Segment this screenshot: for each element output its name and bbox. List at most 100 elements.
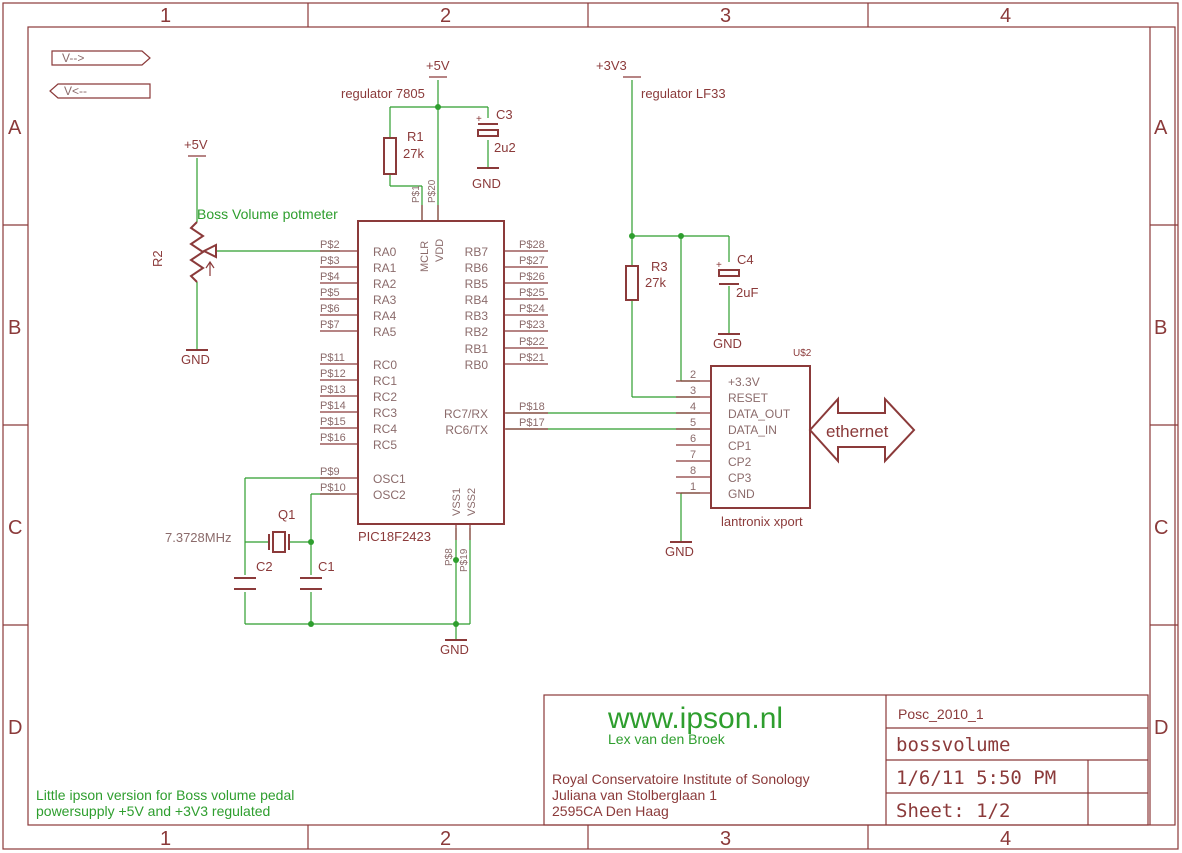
- mcu-pin-pad: P$23: [519, 319, 545, 331]
- svg-text:C4: C4: [737, 252, 754, 267]
- mcu-pin-name: RA1: [373, 261, 397, 275]
- mcu-pin-name: RC4: [373, 422, 397, 436]
- potmeter-label: Boss Volume potmeter: [197, 206, 338, 222]
- capacitor-c1: C1: [300, 559, 335, 590]
- svg-text:GND: GND: [181, 352, 210, 367]
- xport-pin-name: RESET: [728, 391, 769, 405]
- mcu-pin-name: RB7: [465, 245, 489, 259]
- mcu-pin-name: RC5: [373, 438, 397, 452]
- mcu-pin-name: RC6/TX: [445, 423, 488, 437]
- column-label-top: 4: [1000, 5, 1011, 27]
- xport-pin-name: CP2: [728, 455, 752, 469]
- xport-pin-number: 3: [690, 385, 696, 397]
- mcu-pin-name: OSC1: [373, 472, 406, 486]
- svg-text:+: +: [476, 114, 482, 125]
- mcu-pin-pad: P$13: [320, 384, 346, 396]
- mcu-pin-pad: P$26: [519, 271, 545, 283]
- mcu-pin-name: RB3: [465, 309, 489, 323]
- xport-pin-name: +3.3V: [728, 375, 760, 389]
- ethernet-arrow: ethernet: [808, 396, 916, 464]
- mcu-pin-name: RC2: [373, 390, 397, 404]
- mcu-bottom-pins: VSS1 VSS2 P$8 P$19: [444, 488, 478, 572]
- potmeter-r2: R2 Boss Volume potmeter: [150, 206, 338, 283]
- city: 2595CA Den Haag: [552, 803, 669, 819]
- row-label-left: C: [8, 517, 22, 539]
- drawing-date: 1/6/11 5:50 PM: [896, 767, 1056, 789]
- xport-pin-number: 7: [690, 449, 696, 461]
- svg-text:V<--: V<--: [64, 84, 87, 98]
- pin-name: VSS2: [466, 488, 478, 516]
- svg-text:R3: R3: [651, 259, 668, 274]
- mcu-pin-pad: P$17: [519, 417, 545, 429]
- mcu-name: PIC18F2423: [358, 529, 431, 544]
- street: Juliana van Stolberglaan 1: [552, 787, 717, 803]
- institute: Royal Conservatoire Institute of Sonolog…: [552, 771, 810, 787]
- mcu-pin-name: RB4: [465, 293, 489, 307]
- drawing-title: bossvolume: [896, 734, 1010, 756]
- gnd-symbol-c4: GND: [713, 333, 742, 351]
- mcu-pin-pad: P$21: [519, 352, 545, 364]
- row-label-left: D: [8, 717, 22, 739]
- mcu-pin-pad: P$15: [320, 416, 346, 428]
- mcu-pin-name: RB0: [465, 358, 489, 372]
- mcu-right-pins: P$28RB7P$27RB6P$26RB5P$25RB4P$24RB3P$23R…: [444, 239, 548, 437]
- xport-pin-number: 4: [690, 401, 696, 413]
- svg-text:GND: GND: [665, 544, 694, 559]
- svg-text:2uF: 2uF: [736, 285, 758, 300]
- mcu-pin-name: RC0: [373, 358, 397, 372]
- sheet-number: Sheet: 1/2: [896, 800, 1010, 822]
- mcu-pin-name: RB1: [465, 342, 489, 356]
- svg-text:ethernet: ethernet: [826, 422, 889, 441]
- gnd-symbol-osc: GND: [440, 639, 469, 657]
- note-line-2: powersupply +5V and +3V3 regulated: [36, 803, 270, 819]
- port-v-in: V<--: [49, 83, 151, 99]
- row-label-left: B: [8, 317, 21, 339]
- svg-text:2u2: 2u2: [494, 140, 516, 155]
- mcu-pin-name: RA3: [373, 293, 397, 307]
- mcu-pin-name: RA2: [373, 277, 397, 291]
- doc-id: Posc_2010_1: [898, 706, 984, 722]
- frame-row-labels: A B C D A B C D: [8, 117, 1168, 739]
- frame-column-labels: 1 2 3 4 1 2 3 4: [160, 5, 1011, 850]
- xport-pin-number: 8: [690, 465, 696, 477]
- plus3v3-label: +3V3: [596, 58, 627, 73]
- column-label-bottom: 1: [160, 828, 171, 850]
- resistor-r3: R3 27k: [625, 259, 668, 301]
- xport-pin-name: GND: [728, 487, 755, 501]
- svg-text:7.3728MHz: 7.3728MHz: [165, 530, 231, 545]
- row-label-left: A: [8, 117, 22, 139]
- svg-text:27k: 27k: [403, 146, 424, 161]
- mcu-pin-name: RC3: [373, 406, 397, 420]
- column-label-bottom: 2: [440, 828, 451, 850]
- column-label-top: 3: [720, 5, 731, 27]
- mcu-pin-name: RA4: [373, 309, 397, 323]
- mcu-pin-pad: P$16: [320, 432, 346, 444]
- junction-dots: [308, 104, 684, 627]
- mcu-pin-pad: P$3: [320, 255, 340, 267]
- xport-ref: U$2: [793, 348, 812, 359]
- svg-text:R1: R1: [407, 129, 424, 144]
- svg-text:C1: C1: [318, 559, 335, 574]
- mcu-pin-pad: P$11: [320, 352, 345, 364]
- column-label-bottom: 4: [1000, 828, 1011, 850]
- regulator-5v-label: regulator 7805: [341, 86, 425, 101]
- svg-text:+: +: [716, 260, 722, 271]
- port-v-out: V-->: [51, 50, 151, 66]
- mcu-pin-pad: P$9: [320, 466, 340, 478]
- svg-text:Q1: Q1: [278, 507, 295, 522]
- xport-pin-name: CP3: [728, 471, 752, 485]
- crystal-q1: Q1 7.3728MHz: [165, 507, 295, 553]
- row-label-right: D: [1154, 717, 1168, 739]
- capacitor-c3: + C3 2u2: [476, 107, 516, 155]
- pin-name: VSS1: [451, 488, 463, 516]
- resistor-r1: R1 27k: [383, 129, 424, 175]
- gnd-symbol-c3: GND: [472, 167, 501, 191]
- xport-pin-number: 5: [690, 417, 696, 429]
- svg-text:C3: C3: [496, 107, 513, 122]
- xport-pin-name: DATA_OUT: [728, 407, 791, 421]
- gnd-symbol-pot: GND: [181, 349, 210, 367]
- mcu-pin-pad: P$4: [320, 271, 340, 283]
- svg-text:V-->: V-->: [62, 51, 84, 65]
